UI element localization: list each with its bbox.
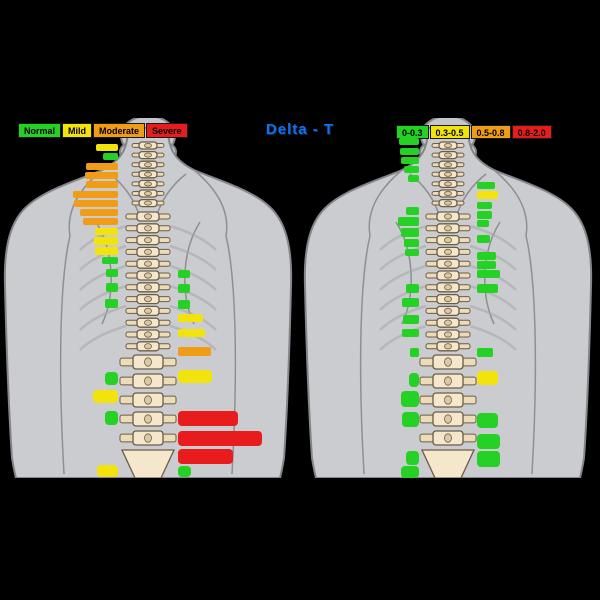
scan-bar-green [401,391,419,407]
scan-bar-green [477,270,500,278]
scan-bar-orange [178,347,211,356]
scan-bar-green [403,315,419,324]
scan-bar-yellow [97,465,118,477]
scan-bar-green [102,257,118,264]
scan-bar-green [401,466,419,478]
scan-bar-green [405,249,419,256]
range-legend-item: 0.3-0.5 [429,125,470,139]
scan-bar-green [106,269,118,277]
scan-bar-yellow [178,314,203,322]
scan-bar-green [477,252,496,260]
scan-bar-orange [80,209,118,216]
scan-bar-yellow [96,144,118,151]
scan-bar-green [406,284,419,293]
posterior-body-illustration-right [303,118,593,478]
scan-bar-green [105,299,118,308]
scan-bar-green [178,284,190,293]
scan-bar-green [178,270,190,278]
scan-bar-yellow [94,237,118,245]
scan-bar-orange [73,191,118,198]
scan-bar-orange [86,163,118,170]
scan-bar-green [477,413,498,428]
page-title: Delta - T [265,121,335,138]
scan-bar-green [398,217,419,226]
posterior-body-illustration-left [3,118,293,478]
scan-bar-green [404,239,419,247]
severity-legend-item: Normal [18,123,62,138]
scan-bar-green [402,412,419,427]
scan-bar-yellow [178,370,212,383]
scan-bar-green [410,348,419,357]
scan-bar-yellow [93,390,118,403]
scan-bar-yellow [477,191,498,199]
scan-bar-green [409,373,419,387]
range-legend-item: 0.5-0.8 [470,125,511,139]
scan-bar-green [404,166,419,173]
scan-bar-green [406,451,419,465]
severity-legend-item: Moderate [93,123,146,138]
scan-bar-orange [85,172,118,179]
scan-bar-green [477,451,500,467]
scan-bar-green [477,220,489,227]
scan-bar-green [400,148,419,155]
scan-bar-yellow [477,371,498,385]
scan-bar-green [477,202,492,209]
scan-bar-green [106,283,118,292]
scan-bar-yellow [95,247,118,255]
scan-bar-green [103,153,118,160]
range-legend-item: 0.8-2.0 [511,125,552,139]
scan-bar-green [178,300,190,309]
scan-bar-green [477,348,493,357]
scan-bar-yellow [95,228,118,235]
scan-bar-green [105,411,118,425]
scan-bar-green [477,261,496,269]
scan-bar-green [178,466,191,477]
scan-bar-green [408,175,419,182]
scan-bar-orange [83,218,118,225]
severity-legend-item: Severe [146,123,188,138]
scan-bar-green [477,284,498,293]
scan-bar-red [178,449,233,464]
scan-bar-green [402,329,419,337]
scan-bar-green [399,138,419,145]
scan-bar-green [402,298,419,307]
scan-bar-green [477,182,495,189]
scan-bar-orange [74,200,118,207]
scan-bar-green [477,235,490,243]
scan-bar-green [406,207,419,215]
scan-bar-green [401,157,419,164]
scan-bar-red [178,411,238,426]
range-legend-item: 0-0.3 [396,125,429,139]
scan-bar-red [178,431,262,446]
scan-bar-green [105,372,118,385]
scan-bar-orange [86,181,118,188]
scan-bar-green [477,434,500,449]
scan-bar-green [401,228,419,237]
scan-bar-green [477,211,492,219]
severity-legend-item: Mild [62,123,93,138]
scan-bar-yellow [178,329,205,337]
